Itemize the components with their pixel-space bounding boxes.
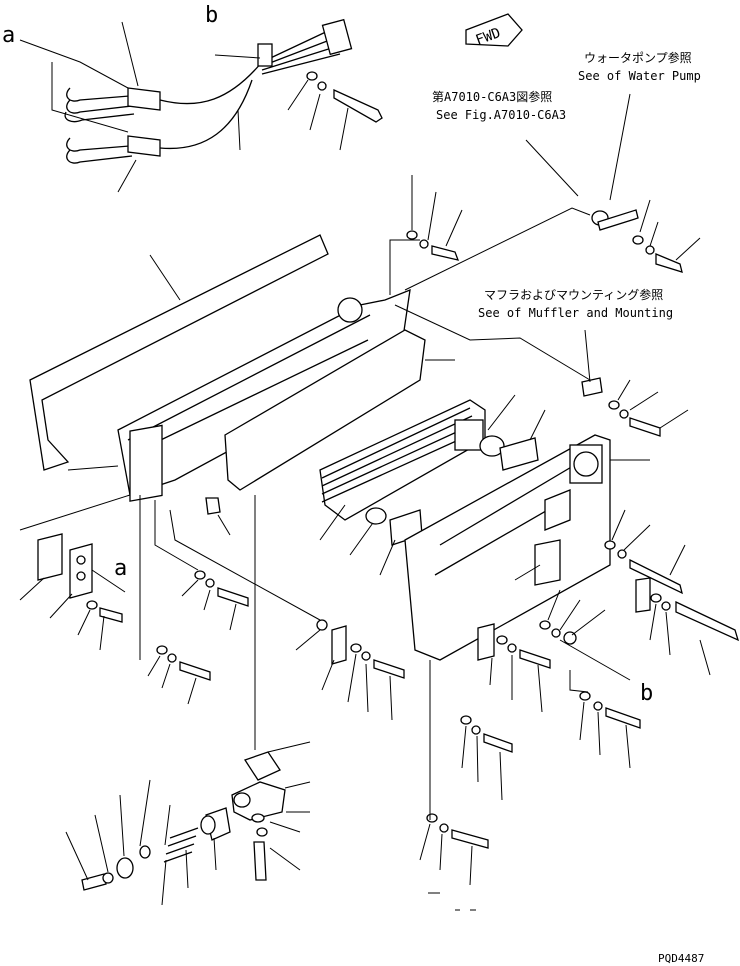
callout-a-mid: a bbox=[114, 556, 127, 581]
ref-fig-en: See Fig.A7010-C6A3 bbox=[436, 108, 566, 122]
ref-water-pump-en: See of Water Pump bbox=[578, 69, 701, 83]
leader-lines bbox=[19, 93, 631, 820]
o-rings bbox=[365, 394, 546, 576]
valve-assembly bbox=[65, 741, 311, 906]
figure-code: PQD4487 bbox=[658, 952, 704, 965]
fwd-arrow-icon: FWD bbox=[465, 13, 523, 49]
callout-b-top: b bbox=[205, 3, 218, 28]
bolt-washers-top bbox=[287, 71, 383, 151]
ref-water-pump-jp: ウォータポンプ参照 bbox=[584, 50, 692, 65]
leader-a-top bbox=[19, 39, 129, 133]
right-cover bbox=[404, 434, 650, 661]
bolts-lower-right bbox=[539, 509, 740, 769]
bolts-left bbox=[147, 570, 405, 721]
ref-muffler-en: See of Muffler and Mounting bbox=[478, 306, 673, 320]
stray-marks bbox=[428, 892, 476, 911]
ref-fig-jp: 第A7010-C6A3図参照 bbox=[432, 89, 552, 104]
cover-gasket bbox=[224, 329, 455, 491]
left-cover-plates bbox=[19, 533, 126, 651]
heater-assembly bbox=[64, 18, 353, 164]
cooler-case bbox=[117, 288, 411, 502]
gasket bbox=[29, 234, 329, 471]
bolts-middle bbox=[419, 623, 551, 886]
callout-b-mid: b bbox=[640, 681, 653, 706]
callout-a-top: a bbox=[2, 23, 15, 48]
sensor bbox=[514, 539, 561, 586]
leaders-heater bbox=[117, 21, 261, 193]
drain-plug bbox=[205, 497, 231, 536]
bolts-right bbox=[406, 175, 701, 437]
ref-muffler-jp: マフラおよびマウンティング参照 bbox=[484, 287, 663, 302]
